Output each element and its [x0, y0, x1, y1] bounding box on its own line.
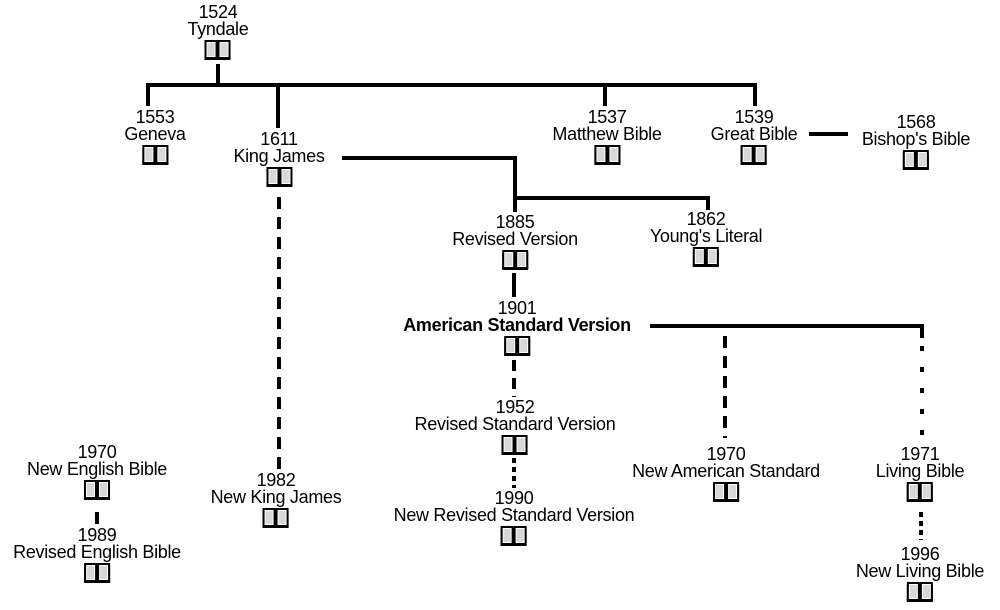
node-name: Matthew Bible: [552, 124, 662, 144]
node-year: 1885: [495, 212, 535, 232]
node-great: 1539 Great Bible: [710, 107, 798, 170]
edge-tyndale-bar: [146, 83, 757, 106]
open-book-icon: [501, 249, 529, 271]
node-name: Tyndale: [187, 19, 249, 39]
edge-revised-youngs: [515, 196, 710, 210]
node-name: New Living Bible: [855, 561, 985, 581]
open-book-icon: [262, 507, 290, 529]
node-year: 1971: [900, 444, 940, 464]
edge-kingjames-revised: [342, 156, 517, 212]
open-book-icon: [265, 166, 293, 188]
open-book-icon: [500, 525, 528, 547]
open-book-icon: [906, 481, 934, 503]
node-name: New English Bible: [27, 459, 167, 479]
node-year: 1524: [198, 2, 238, 22]
edge-asv-bar: [650, 324, 924, 338]
node-year: 1990: [494, 488, 534, 508]
node-name: Living Bible: [875, 461, 965, 481]
open-book-icon: [141, 144, 169, 166]
open-book-icon: [906, 581, 934, 603]
open-book-icon: [593, 144, 621, 166]
node-year: 1970: [77, 442, 117, 462]
node-bishops: 1568 Bishop's Bible: [861, 112, 971, 175]
node-name: Great Bible: [710, 124, 798, 144]
open-book-icon: [902, 149, 930, 171]
node-asv: 1901 American Standard Version: [403, 298, 631, 361]
node-year: 1539: [734, 107, 774, 127]
node-nlt: 1996 New Living Bible: [855, 544, 985, 607]
node-year: 1553: [135, 107, 175, 127]
node-year: 1862: [686, 209, 726, 229]
open-book-icon: [83, 562, 111, 584]
node-year: 1952: [495, 397, 535, 417]
open-book-icon: [692, 246, 720, 268]
node-rsv: 1952 Revised Standard Version: [414, 397, 616, 460]
node-youngs: 1862 Young's Literal: [649, 209, 763, 272]
node-kingjames: 1611 King James: [233, 129, 325, 192]
node-matthew: 1537 Matthew Bible: [552, 107, 662, 170]
open-book-icon: [204, 39, 232, 61]
open-book-icon: [501, 434, 529, 456]
node-name: Bishop's Bible: [861, 129, 971, 149]
node-geneva: 1553 Geneva: [124, 107, 186, 170]
open-book-icon: [712, 481, 740, 503]
node-name: New King James: [210, 487, 342, 507]
node-name: King James: [233, 146, 325, 166]
node-year: 1970: [706, 444, 746, 464]
node-name: New American Standard: [632, 461, 820, 481]
node-nasb: 1970 New American Standard: [632, 444, 820, 507]
node-year: 1537: [587, 107, 627, 127]
node-revised: 1885 Revised Version: [452, 212, 578, 275]
node-year: 1989: [77, 525, 117, 545]
node-tyndale: 1524 Tyndale: [187, 2, 249, 65]
node-year: 1901: [497, 298, 537, 318]
node-year: 1996: [900, 544, 940, 564]
node-nkjv: 1982 New King James: [210, 470, 342, 533]
open-book-icon: [503, 335, 531, 357]
node-name: Revised English Bible: [13, 542, 181, 562]
node-name: Geneva: [124, 124, 186, 144]
node-reb: 1989 Revised English Bible: [13, 525, 181, 588]
node-name: Revised Version: [452, 229, 578, 249]
node-neb: 1970 New English Bible: [27, 442, 167, 505]
node-year: 1611: [260, 129, 298, 149]
node-year: 1568: [896, 112, 936, 132]
open-book-icon: [83, 479, 111, 501]
node-living: 1971 Living Bible: [875, 444, 965, 507]
node-nrsv: 1990 New Revised Standard Version: [393, 488, 635, 551]
node-name: American Standard Version: [403, 315, 631, 335]
node-name: New Revised Standard Version: [393, 505, 635, 525]
node-name: Young's Literal: [649, 226, 763, 246]
node-name: Revised Standard Version: [414, 414, 616, 434]
open-book-icon: [740, 144, 768, 166]
node-year: 1982: [256, 470, 296, 490]
